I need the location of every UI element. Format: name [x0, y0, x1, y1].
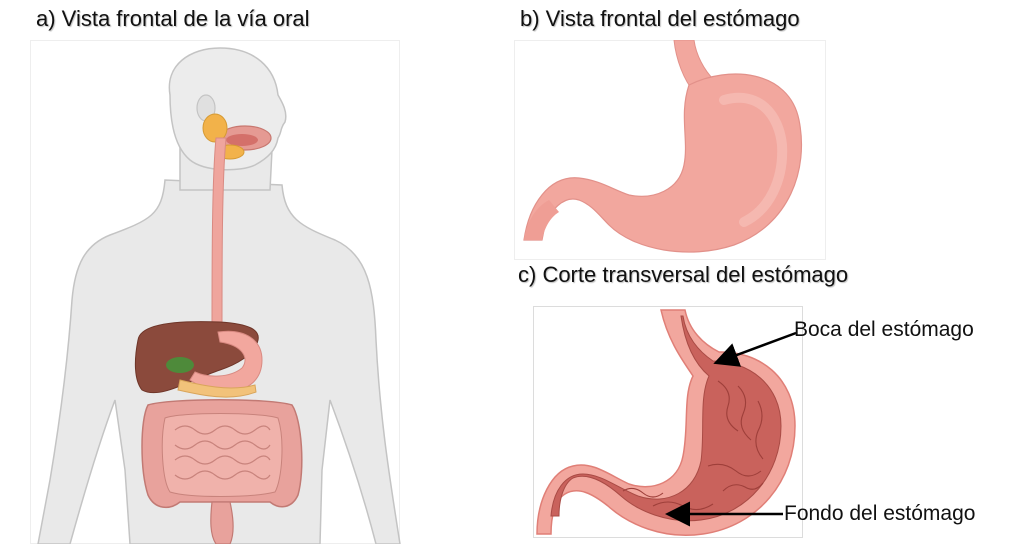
stomach-frontal-illustration	[514, 40, 826, 260]
digestive-system-illustration	[30, 40, 410, 544]
panel-a-body-illustration	[30, 40, 410, 544]
stomach-cross-section-illustration	[533, 306, 803, 538]
panel-c-stomach-cross-section	[533, 306, 803, 538]
caption-panel-c: c) Corte transversal del estómago	[518, 262, 848, 288]
caption-panel-b: b) Vista frontal del estómago	[520, 6, 800, 32]
label-fondo-del-estomago: Fondo del estómago	[784, 502, 975, 526]
tongue	[226, 134, 258, 146]
panel-b-stomach-frontal	[514, 40, 826, 260]
rectum	[211, 502, 233, 544]
label-boca-del-estomago: Boca del estómago	[794, 318, 974, 342]
gallbladder	[166, 357, 194, 373]
caption-panel-a: a) Vista frontal de la vía oral	[36, 6, 310, 32]
